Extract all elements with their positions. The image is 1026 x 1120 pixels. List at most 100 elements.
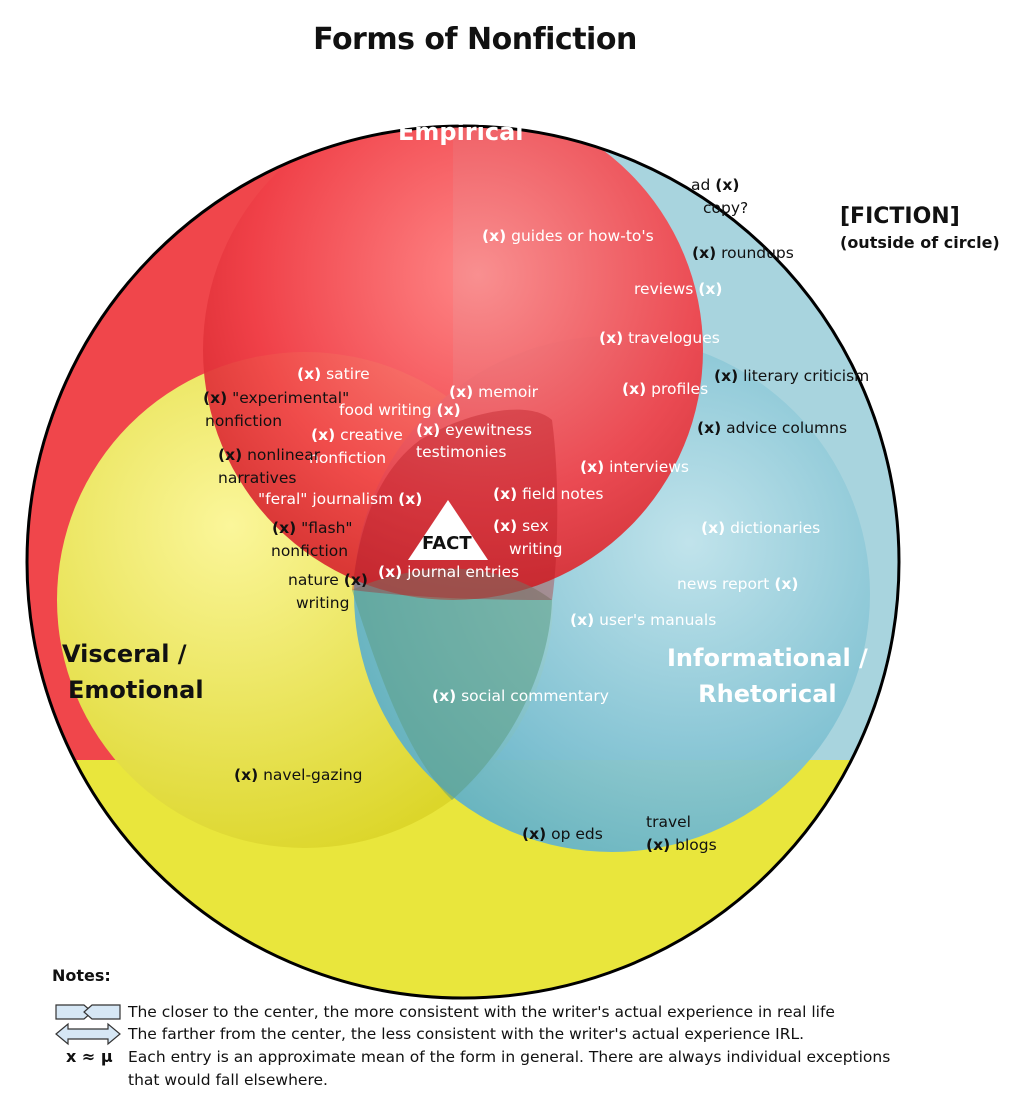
entry-flash-nonfiction-line2: nonfiction — [271, 542, 349, 560]
visceral-label-line2: Emotional — [68, 676, 204, 704]
notes-title: Notes: — [52, 966, 111, 985]
diagram-title: Forms of Nonfiction — [313, 22, 637, 57]
x-marker: (x) — [622, 380, 647, 398]
entry-advice-columns: (x) advice columns — [697, 417, 847, 439]
informational-label-line1: Informational / — [667, 644, 868, 672]
entry-text: memoir — [478, 383, 539, 401]
entry-nonlinear-line2: narratives — [218, 469, 297, 487]
x-marker: (x) — [774, 575, 799, 593]
x-marker: (x) — [378, 563, 403, 581]
fiction-title: [FICTION] — [840, 204, 960, 229]
entry-roundups: (x) roundups — [692, 242, 794, 264]
entry-text: satire — [326, 365, 370, 383]
entry-feral-journalism: "feral" journalism (x) — [258, 488, 422, 510]
entry-text: advice columns — [726, 419, 848, 437]
entry-text: dictionaries — [730, 519, 821, 537]
empirical-circle — [203, 126, 703, 600]
x-marker: (x) — [599, 329, 624, 347]
fiction-label: [FICTION] (outside of circle) — [840, 204, 1000, 252]
approx-mean-symbol: x ≈ μ — [66, 1047, 113, 1066]
entry-text: field notes — [522, 485, 604, 503]
entry-literary-criticism: (x) literary criticism — [714, 365, 869, 387]
entry-text: ad — [691, 176, 711, 194]
note-mean-line2: that would fall elsewhere. — [128, 1071, 328, 1089]
x-marker: (x) — [398, 490, 423, 508]
entry-food-writing: food writing (x) — [339, 399, 461, 421]
note-mean: Each entry is an approximate mean of the… — [128, 1048, 891, 1066]
entry-travelogues: (x) travelogues — [599, 327, 720, 349]
x-marker: (x) — [311, 426, 336, 444]
entry-text: interviews — [609, 458, 689, 476]
visceral-label-line1: Visceral / — [62, 640, 187, 668]
entry-satire: (x) satire — [297, 363, 370, 385]
entry-text: user's manuals — [599, 611, 717, 629]
entry-ad-copy: ad (x) — [691, 174, 739, 196]
entry-text: "feral" journalism — [258, 490, 394, 508]
x-marker: (x) — [449, 383, 474, 401]
fact-label: FACT — [422, 533, 472, 554]
entry-op-eds: (x) op eds — [522, 823, 603, 845]
entry-eyewitness: (x) eyewitness — [416, 419, 532, 441]
entry-text: roundups — [721, 244, 794, 262]
entry-flash-nonfiction: (x) "flash" — [272, 517, 353, 539]
entry-reviews: reviews (x) — [634, 278, 722, 300]
entry-text: creative — [340, 426, 403, 444]
outer-circle — [25, 124, 901, 1000]
entry-ad-copy-line2: copy? — [703, 199, 749, 217]
visceral-label: Visceral / Emotional — [62, 636, 204, 708]
entry-text: news report — [677, 575, 770, 593]
informational-label: Informational / Rhetorical — [667, 640, 868, 712]
entry-interviews: (x) interviews — [580, 456, 689, 478]
entry-eyewitness-line2: testimonies — [416, 443, 507, 461]
note-closer: The closer to the center, the more consi… — [128, 1003, 835, 1021]
entry-text: blogs — [675, 836, 717, 854]
entry-text: op eds — [551, 825, 603, 843]
entry-creative-nonfiction-line2: nonfiction — [309, 449, 387, 467]
x-marker: (x) — [570, 611, 595, 629]
entry-text: guides or how-to's — [511, 227, 654, 245]
x-marker: (x) — [272, 519, 297, 537]
entry-sex-writing-line2: writing — [509, 540, 563, 558]
informational-label-line2: Rhetorical — [698, 680, 837, 708]
entry-text: food writing — [339, 401, 432, 419]
entry-users-manuals: (x) user's manuals — [570, 609, 716, 631]
x-marker: (x) — [218, 446, 243, 464]
entry-profiles: (x) profiles — [622, 378, 708, 400]
entry-text: nonlinear — [247, 446, 321, 464]
entry-text: sex — [522, 517, 549, 535]
entry-text: "flash" — [301, 519, 353, 537]
entry-text: navel-gazing — [263, 766, 363, 784]
diverging-arrow-icon — [55, 1022, 121, 1046]
entry-sex-writing: (x) sex — [493, 515, 549, 537]
entry-navel-gazing: (x) navel-gazing — [234, 764, 362, 786]
entry-field-notes: (x) field notes — [493, 483, 603, 505]
converging-arrow-icon — [55, 1004, 121, 1020]
entry-text: travelogues — [628, 329, 720, 347]
x-marker: (x) — [714, 367, 739, 385]
entry-text: reviews — [634, 280, 694, 298]
x-marker: (x) — [580, 458, 605, 476]
x-marker: (x) — [343, 571, 368, 589]
entry-guides: (x) guides or how-to's — [482, 225, 654, 247]
note-farther: The farther from the center, the less co… — [128, 1025, 805, 1043]
entry-travel-blogs-line2: (x) blogs — [646, 834, 717, 856]
x-marker: (x) — [646, 836, 671, 854]
x-marker: (x) — [234, 766, 259, 784]
x-marker: (x) — [715, 176, 740, 194]
x-marker: (x) — [482, 227, 507, 245]
x-marker: (x) — [698, 280, 723, 298]
entry-text: "experimental" — [232, 389, 350, 407]
entry-social-commentary: (x) social commentary — [432, 685, 609, 707]
entry-experimental-line2: nonfiction — [205, 412, 283, 430]
entry-text: profiles — [651, 380, 709, 398]
entry-news-report: news report (x) — [677, 573, 799, 595]
x-marker: (x) — [493, 517, 518, 535]
entry-experimental: (x) "experimental" — [203, 387, 349, 409]
x-marker: (x) — [701, 519, 726, 537]
x-marker: (x) — [692, 244, 717, 262]
x-marker: (x) — [297, 365, 322, 383]
entry-text: nature — [288, 571, 339, 589]
entry-travel-blogs: travel — [646, 813, 691, 831]
entry-text: literary criticism — [743, 367, 870, 385]
entry-dictionaries: (x) dictionaries — [701, 517, 820, 539]
